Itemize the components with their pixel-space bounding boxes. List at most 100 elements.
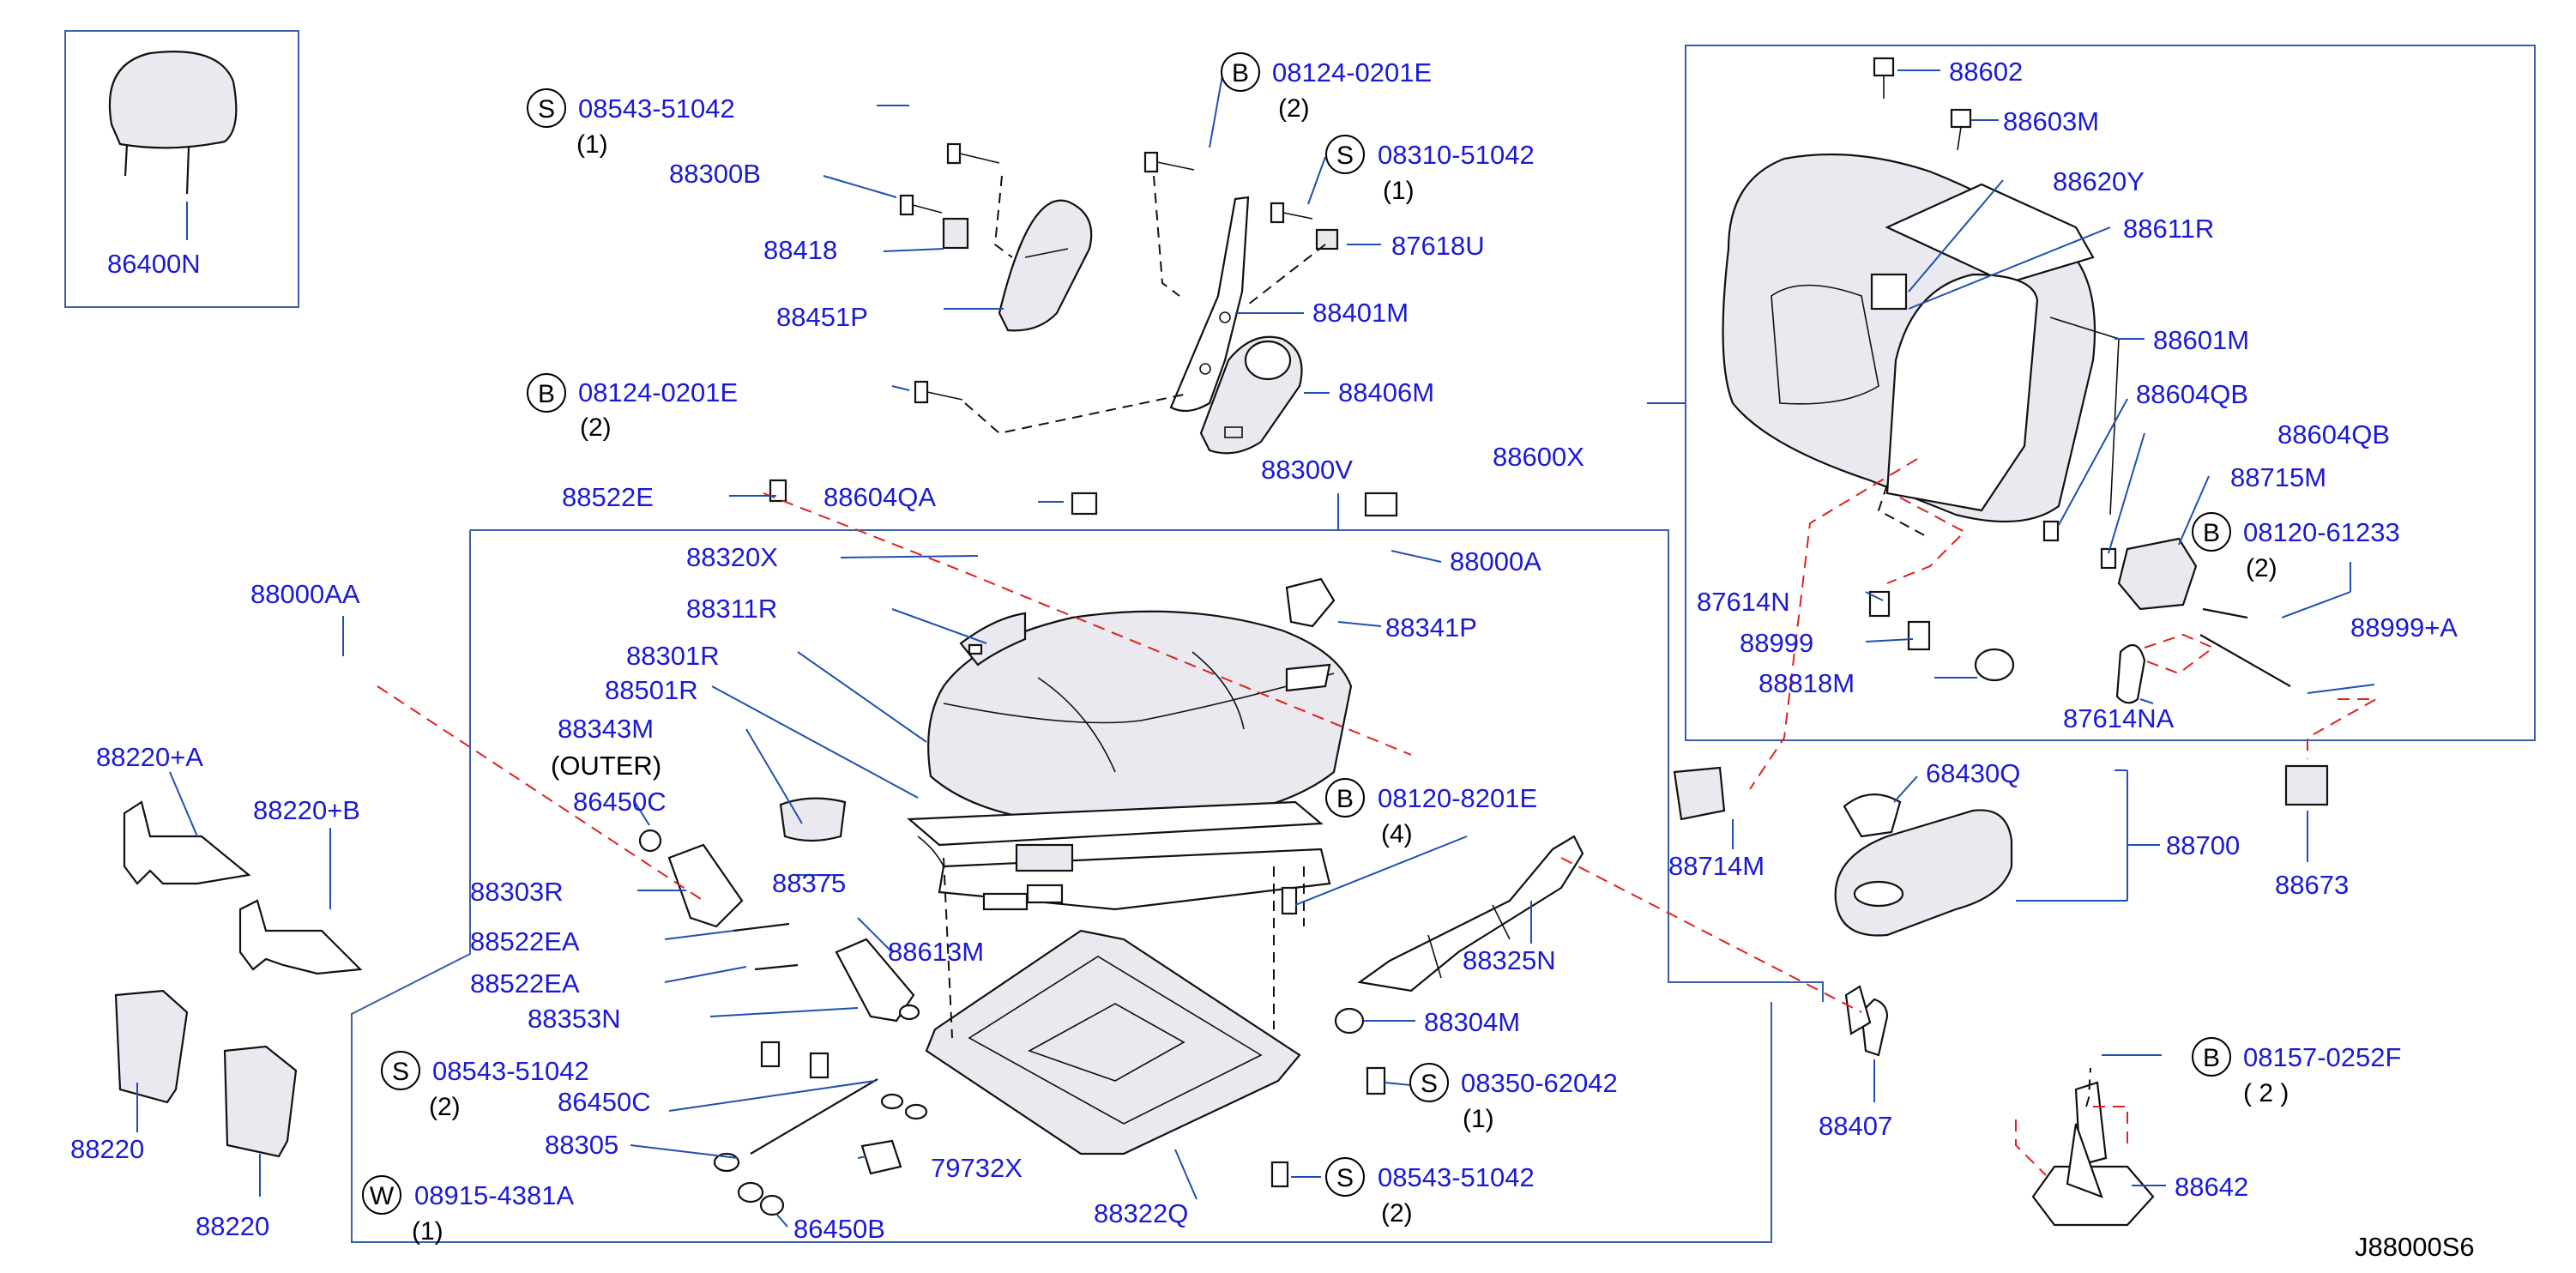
- red-guide-8: [2015, 1119, 2047, 1176]
- hardware-icon[interactable]: [638, 479, 1398, 1216]
- callout-part: 87618U: [1391, 231, 1485, 261]
- callout-part: 86450C: [558, 1087, 651, 1117]
- callout-prefix: B: [538, 380, 555, 408]
- headrest-box: [64, 30, 299, 308]
- callout-part: 88611R: [2123, 214, 2214, 244]
- callout-part: 08124-0201E: [578, 377, 738, 407]
- callout-part: 88000AA: [250, 579, 360, 609]
- callout-part: 88220: [196, 1211, 269, 1241]
- callout-part: 88353N: [528, 1004, 621, 1034]
- seat-frame-icon[interactable]: [907, 663, 1331, 911]
- side-bracket-icon[interactable]: [114, 800, 363, 1158]
- red-guide-7: [2307, 698, 2380, 759]
- red-guide-9: [2093, 1106, 2128, 1149]
- callout-part: 08543-51042: [578, 94, 735, 124]
- callout-part: 88300B: [669, 159, 761, 189]
- callout-qty: (1): [412, 1217, 443, 1246]
- callout-part: 88418: [763, 235, 837, 265]
- callout-qty: (2): [1381, 1199, 1413, 1228]
- callout-qty: (1): [576, 130, 608, 159]
- callout-part: 88604QA: [823, 482, 936, 512]
- callout-prefix: B: [2203, 519, 2220, 547]
- callout-part: 88700: [2166, 830, 2240, 860]
- seat-back-icon[interactable]: [1722, 57, 2120, 523]
- callout-part: 08915-4381A: [414, 1180, 574, 1210]
- callout-part: 88320X: [686, 542, 778, 572]
- callout-part: 88220+A: [96, 742, 203, 772]
- callout-part: 88620Y: [2053, 166, 2145, 196]
- callout-part: 88220+B: [253, 795, 360, 825]
- callout-part: 88343M: [558, 714, 654, 744]
- callout-qty: ( 2 ): [2243, 1079, 2289, 1107]
- callout-part: 88406M: [1338, 377, 1434, 407]
- callout-part: 88301R: [626, 641, 720, 671]
- callout-part: 88300V: [1261, 455, 1353, 485]
- callout-part: 88305: [545, 1130, 618, 1160]
- callout-part: 08124-0201E: [1272, 57, 1432, 87]
- callout-prefix: S: [1336, 142, 1354, 170]
- callout-part: 88522E: [562, 482, 654, 512]
- callout-prefix: B: [2203, 1044, 2220, 1072]
- callout-part: 88311R: [686, 594, 777, 624]
- callout-part: 88522EA: [470, 926, 580, 956]
- callout-qty: (OUTER): [551, 751, 661, 781]
- seat-belt-icon[interactable]: [1357, 835, 1584, 992]
- callout-part: 08310-51042: [1378, 140, 1535, 170]
- seat-pan-icon[interactable]: [925, 929, 1301, 1155]
- callout-labels: 86400N S 08543-51042 (1) 88300B 88418 88…: [70, 52, 2475, 1262]
- callout-part: 88322Q: [1094, 1198, 1188, 1228]
- callout-qty: (2): [1278, 94, 1310, 123]
- callout-part: 87614NA: [2063, 703, 2175, 733]
- callout-qty: (2): [429, 1093, 461, 1121]
- callout-part: 88375: [772, 868, 846, 898]
- callout-prefix: W: [370, 1182, 395, 1210]
- callout-part: 88604QB: [2277, 419, 2390, 449]
- callout-part: 88613M: [888, 937, 984, 967]
- callout-prefix: B: [1232, 59, 1249, 87]
- bolt-icon[interactable]: [899, 142, 1339, 404]
- callout-part: 88341P: [1385, 612, 1477, 643]
- callout-part: 86400N: [107, 249, 201, 279]
- callout-part: 88999+A: [2350, 612, 2458, 643]
- red-guide-3: [1560, 857, 1862, 1013]
- armrest-icon[interactable]: [1834, 793, 2013, 937]
- callout-part: 88714M: [1668, 851, 1765, 881]
- callout-part: 88000A: [1450, 546, 1541, 576]
- back-hardware-icon[interactable]: [1673, 520, 2329, 1227]
- recliner-cover-icon[interactable]: [998, 199, 1093, 332]
- callout-part: 79732X: [931, 1153, 1023, 1183]
- callout-part: 87614N: [1697, 587, 1790, 617]
- callout-part: 88603M: [2003, 106, 2099, 136]
- red-guide-6: [2144, 633, 2215, 675]
- callout-part: 88220: [70, 1134, 144, 1164]
- callout-part: 88401M: [1312, 298, 1409, 328]
- callout-part: 88601M: [2153, 325, 2249, 355]
- callout-part: 88451P: [776, 302, 868, 332]
- seat-back-box: [1685, 45, 2536, 741]
- recliner-knob-icon[interactable]: [1199, 335, 1303, 455]
- callout-prefix: S: [538, 95, 555, 124]
- bracket-icon[interactable]: [1169, 196, 1250, 413]
- callout-part: 88304M: [1424, 1007, 1520, 1037]
- callout-qty: (2): [580, 413, 612, 442]
- callout-part: 08350-62042: [1461, 1068, 1618, 1098]
- red-guide-1: [763, 492, 1412, 756]
- callout-part: 88600X: [1493, 442, 1584, 472]
- cushion-box-lower: [351, 530, 1772, 1243]
- callout-part: 88673: [2275, 870, 2349, 900]
- callout-part: 86450C: [573, 787, 667, 817]
- callout-part: 88522EA: [470, 968, 580, 998]
- cushion-box-outline: [470, 529, 1824, 1002]
- callout-part: 88325N: [1463, 945, 1556, 975]
- callout-qty: (1): [1463, 1105, 1494, 1133]
- callout-part: 08543-51042: [1378, 1162, 1535, 1192]
- callout-part: 86450B: [793, 1214, 885, 1244]
- callout-part: 08120-8201E: [1378, 783, 1537, 813]
- red-guide-5: [1886, 497, 1966, 584]
- callout-prefix: S: [392, 1058, 409, 1086]
- callout-part: 88818M: [1759, 668, 1855, 698]
- callout-qty: (1): [1383, 177, 1415, 205]
- red-guide-4: [1749, 458, 1918, 790]
- headrest-icon[interactable]: [108, 51, 238, 195]
